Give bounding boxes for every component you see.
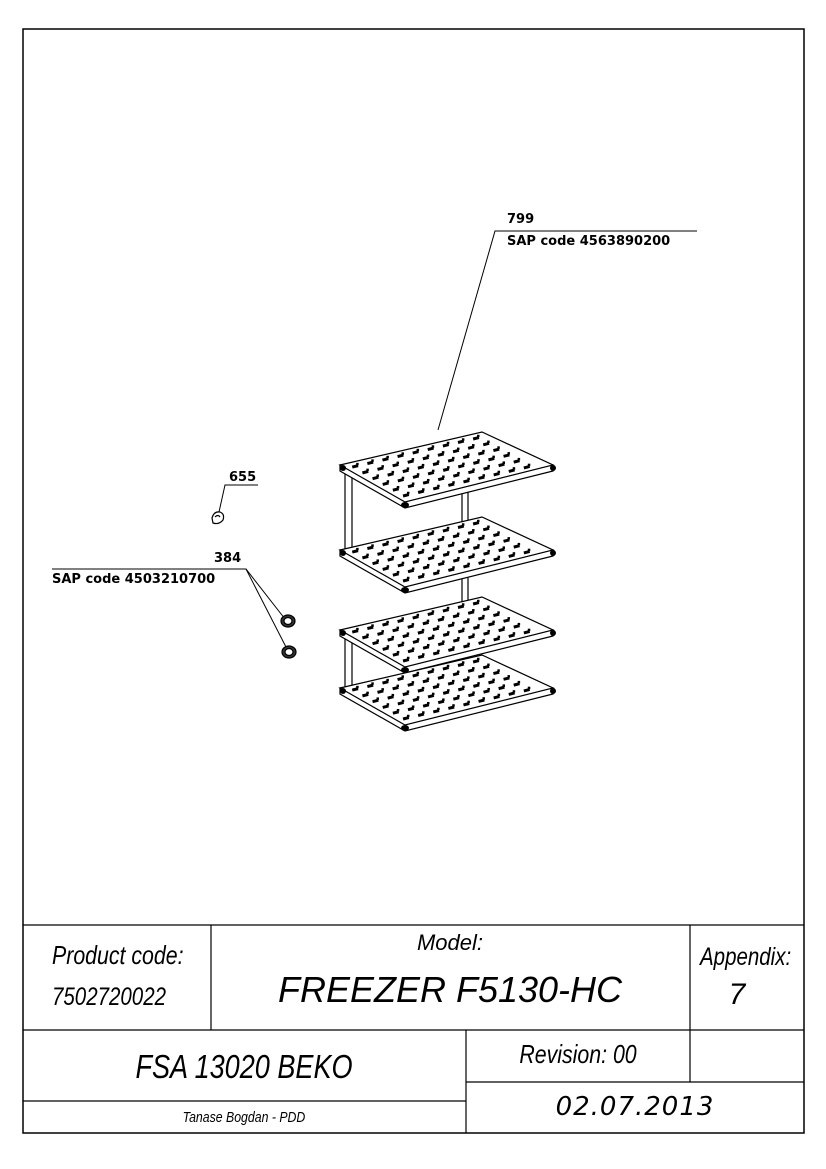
appendix-number: 7	[728, 978, 746, 1011]
shelf-sap-code: SAP code 4563890200	[507, 234, 671, 249]
product-code-label: Product code:	[52, 940, 184, 970]
shelf-part-number: 799	[507, 212, 535, 227]
shelf-4	[338, 654, 556, 732]
nut-parts	[280, 614, 297, 659]
shelf-3	[338, 596, 556, 674]
clip-part	[211, 511, 225, 525]
shelf-2	[338, 516, 556, 594]
nut-part-number: 384	[214, 551, 242, 566]
title-block-grid	[23, 924, 804, 1133]
nut-sap-code: SAP code 4503210700	[52, 572, 216, 587]
revision: Revision: 00	[519, 1039, 637, 1069]
clip-part-number: 655	[229, 470, 257, 485]
document-number: FSA 13020 BEKO	[135, 1048, 353, 1085]
model-label: Model:	[416, 930, 484, 955]
leader-lines	[52, 230, 697, 648]
drawing-date: 02.07.2013	[555, 1092, 715, 1122]
model-name: FREEZER F5130-HC	[277, 969, 623, 1010]
shelf-assembly	[338, 431, 556, 732]
product-code-value: 7502720022	[52, 983, 167, 1011]
shelf-1	[338, 431, 556, 509]
sheet-border	[22, 28, 805, 1134]
author: Tanase Bogdan - PDD	[182, 1109, 306, 1126]
appendix-label: Appendix:	[700, 943, 792, 971]
